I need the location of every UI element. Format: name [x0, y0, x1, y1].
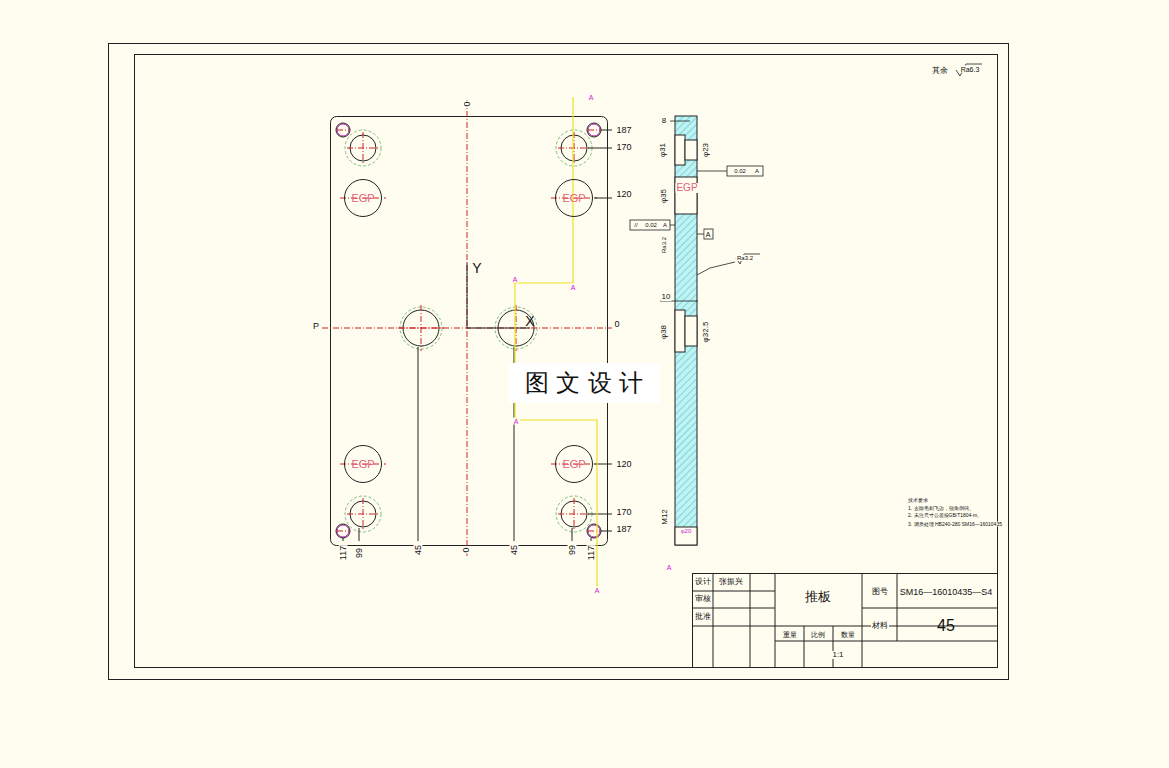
tolerance-value: 0.02 — [733, 168, 747, 174]
hole-label: EGP — [562, 459, 585, 470]
part-name: 推板 — [805, 590, 831, 603]
table-cell: 图号 — [871, 588, 889, 596]
tolerance-value: 0.02 — [644, 222, 658, 228]
dimension: 187 — [615, 525, 632, 534]
table-cell: 材料 — [871, 622, 889, 630]
dimension: φ32.5 — [702, 321, 710, 344]
roughness-value: Ra3.2 — [661, 236, 667, 254]
watermark: 图 文 设 计 — [509, 363, 660, 403]
axis-label: X — [525, 314, 534, 328]
dimension: φ38 — [660, 324, 668, 340]
dimension: 117 — [339, 545, 348, 561]
note-line: 2. 未注尺寸公差按GB/T1804-m。 — [907, 513, 983, 518]
note-line: 1. 去除毛刺飞边，锐角倒钝。 — [907, 506, 975, 511]
section-mark: A — [588, 94, 595, 101]
tolerance-symbol: // — [633, 222, 638, 228]
dimension: 99 — [355, 547, 364, 559]
dimension: 45 — [414, 544, 423, 556]
roughness-note: 其余 — [931, 67, 949, 75]
table-cell: 设计 — [694, 578, 712, 586]
table-cell: 比例 — [810, 631, 826, 638]
table-cell: 张振兴 — [718, 578, 744, 586]
dimension: 117 — [587, 545, 596, 561]
table-cell: 审核 — [694, 595, 712, 603]
roughness-value: Ra3.2 — [736, 255, 754, 261]
scale-value: 1:1 — [831, 651, 844, 659]
datum-ref: A — [754, 168, 760, 174]
table-cell: 重量 — [782, 631, 798, 638]
dimension: 120 — [615, 190, 632, 199]
ejector-guide-hole: EGP — [555, 445, 593, 483]
dimension: φ35 — [660, 188, 668, 204]
dimension: φ20 — [680, 528, 693, 534]
ejector-guide-hole: EGP — [555, 179, 593, 217]
section-mark: A — [666, 564, 673, 571]
note-line: 3. 调质处理 HB240-280 SM16—16010435 — [907, 522, 1003, 527]
roughness-value: Ra6.3 — [960, 66, 981, 73]
ejector-guide-hole: EGP — [344, 179, 382, 217]
dimension: 99 — [568, 544, 577, 556]
dimension: 170 — [615, 508, 632, 517]
axis-label: Y — [472, 261, 481, 275]
dimension: 187 — [615, 126, 632, 135]
thread-callout: M12 — [661, 508, 669, 526]
dimension: 120 — [615, 460, 632, 469]
drawing-number: SM16—16010435—S4 — [899, 588, 994, 597]
section-mark: A — [513, 418, 520, 425]
dimension: 170 — [615, 143, 632, 152]
dimension: 0 — [462, 546, 471, 553]
dimension: 8 — [661, 117, 667, 125]
table-cell: 数量 — [840, 631, 856, 638]
hole-label: EGP — [351, 193, 374, 204]
dimension: 10 — [661, 293, 672, 301]
coordinate: 0 — [613, 320, 620, 329]
section-mark: A — [594, 587, 601, 594]
section-mark: A — [512, 276, 519, 283]
material: 45 — [937, 618, 955, 634]
ejector-guide-hole: EGP — [344, 445, 382, 483]
coordinate: 0 — [463, 100, 472, 107]
coordinate: P — [312, 322, 320, 331]
note-heading: 技术要求 — [907, 498, 929, 503]
table-cell: 批准 — [694, 613, 712, 621]
dimension: φ23 — [702, 142, 710, 158]
dimension: 45 — [510, 544, 519, 556]
hole-label: EGP — [562, 193, 585, 204]
hole-label: EGP — [675, 183, 698, 193]
section-mark: A — [570, 284, 577, 291]
datum-label: A — [705, 231, 712, 238]
hole-label: EGP — [351, 459, 374, 470]
dimension: φ31 — [659, 142, 667, 158]
datum-ref: A — [662, 222, 668, 228]
